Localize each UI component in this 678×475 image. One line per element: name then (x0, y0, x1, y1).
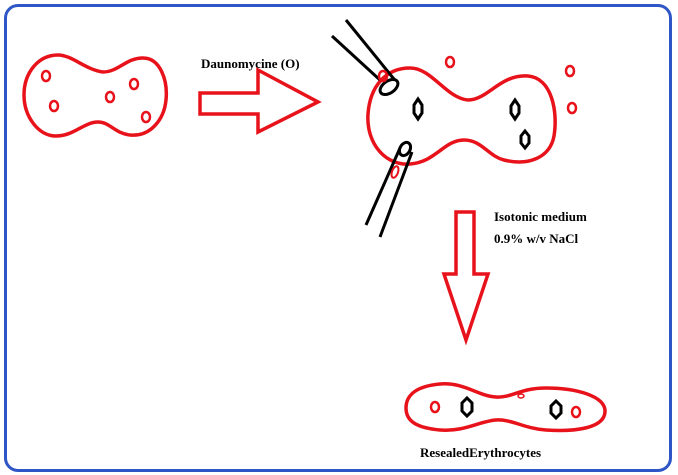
drug-molecule (390, 165, 400, 179)
drug-molecule (444, 55, 456, 69)
entrapped-drug (460, 395, 474, 419)
drug-molecule (429, 400, 441, 414)
drug-molecule (564, 64, 576, 78)
pore-wall (364, 147, 402, 226)
drug-label: Daunomycine (O) (201, 56, 300, 71)
drug-molecule (517, 393, 525, 399)
arrow-down (441, 210, 491, 346)
drug-molecule (48, 99, 60, 113)
result-label: ResealedErythrocytes (420, 445, 541, 460)
entrapped-drug (549, 398, 563, 421)
pore-opening (378, 77, 400, 97)
drug-molecule (570, 405, 582, 419)
swollen-erythrocyte (366, 66, 557, 166)
drug-molecule (128, 77, 140, 91)
pore-wall (344, 19, 400, 85)
drug-molecule (40, 69, 52, 83)
drug-molecule (140, 110, 152, 124)
diagram-frame (4, 4, 672, 472)
medium-label-line2: 0.9% w/v NaCl (494, 231, 579, 246)
pore-opening (397, 140, 413, 158)
normal-erythrocyte (22, 53, 169, 138)
drug-molecule (566, 101, 578, 115)
drug-molecule (377, 69, 389, 83)
entrapped-drug (519, 128, 531, 151)
resealed-erythrocyte (404, 382, 607, 433)
pore-wall (378, 151, 414, 238)
entrapped-drug (412, 96, 424, 122)
medium-label-line1: Isotonic medium (494, 209, 587, 224)
pore-wall (330, 34, 382, 82)
entrapped-drug (509, 97, 521, 122)
drug-molecule (104, 90, 116, 104)
arrow-right (198, 67, 322, 135)
